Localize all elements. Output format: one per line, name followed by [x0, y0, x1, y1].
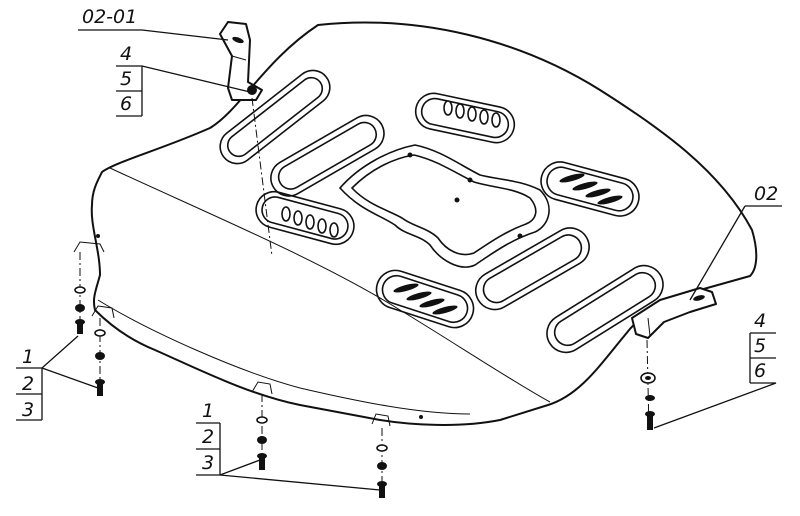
bracket-02-01: [219, 21, 263, 101]
label-02: 02: [754, 183, 778, 205]
label-2-center: 2: [202, 426, 214, 448]
small-holes: [96, 152, 523, 419]
label-6-left: 6: [120, 93, 132, 115]
label-5-right: 5: [754, 335, 766, 357]
louver-slot-right: [540, 161, 640, 217]
vent-slot-top: [414, 92, 516, 144]
label-6-right: 6: [754, 360, 766, 382]
label-02-01: 02-01: [82, 6, 137, 28]
hardware-left-upper: [74, 286, 86, 334]
callout-fasteners-left: 1 2 3: [16, 335, 99, 421]
label-1-center: 1: [202, 400, 214, 422]
mount-tab-front-center: [251, 381, 273, 395]
hardware-front-right: [376, 444, 388, 498]
label-1-left: 1: [22, 346, 34, 368]
louver-slot-bottom: [375, 269, 475, 329]
label-3-left: 3: [22, 399, 34, 421]
label-4-right: 4: [754, 310, 766, 332]
callout-02-01: 02-01: [78, 6, 229, 41]
central-s-rib: [338, 144, 550, 268]
bracket-02: [631, 287, 717, 339]
label-2-left: 2: [22, 373, 34, 395]
callout-stack-left: 4 5 6: [116, 43, 251, 117]
surface-crease: [109, 167, 551, 403]
callout-stack-right: 4 5 6: [653, 310, 777, 429]
label-3-center: 3: [202, 452, 214, 474]
hardware-left-lower: [94, 329, 106, 396]
front-lip: [97, 299, 471, 415]
mount-tab-front-right: [371, 413, 391, 427]
label-5-left: 5: [120, 68, 132, 90]
label-4-left: 4: [120, 43, 132, 65]
stamped-ribs: [219, 69, 664, 354]
callout-02: 02: [689, 183, 782, 301]
vent-slot-left: [255, 190, 355, 246]
hardware-center: [256, 416, 268, 470]
mount-tab-left-lower: [91, 305, 115, 319]
hardware-right: [640, 372, 656, 430]
mount-tab-left-upper: [73, 241, 105, 253]
skid-plate-outline: [90, 21, 758, 426]
callout-fasteners-center: 1 2 3: [196, 400, 381, 491]
